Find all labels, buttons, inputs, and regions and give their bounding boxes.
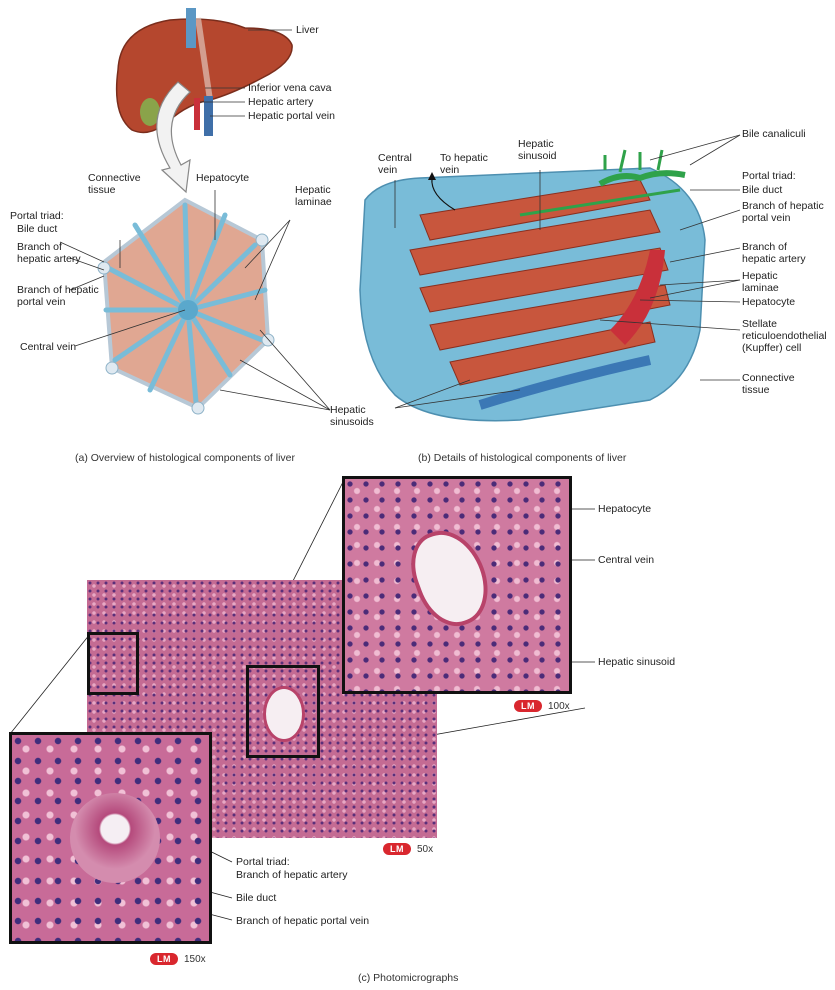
label-branch-artery-a: Branch of hepatic artery [17, 241, 83, 265]
label-bile-duct-b: Bile duct [742, 184, 782, 196]
label-hepatocyte-b: Hepatocyte [742, 296, 795, 308]
inset-box-central-vein [246, 665, 320, 758]
liver-lobule [98, 200, 274, 414]
magnification-value: 50x [417, 844, 433, 855]
label-bile-duct-a: Bile duct [17, 223, 57, 235]
label-connective-tissue-b: Connective tissue [742, 372, 812, 396]
label-branch-portal-b: Branch of hepatic portal vein [742, 200, 827, 224]
label-branch-portal-c: Branch of hepatic portal vein [236, 915, 369, 927]
central-vein-lumen [400, 520, 499, 636]
label-bile-canaliculi: Bile canaliculi [742, 128, 806, 140]
label-hepatic-laminae-a: Hepatic laminae [295, 184, 347, 208]
label-portal-triad-c: Portal triad: [236, 856, 290, 868]
label-central-vein-b: Central vein [378, 152, 423, 176]
label-hepatic-sinusoids: Hepatic sinusoids [330, 404, 390, 428]
caption-b: (b) Details of histological components o… [418, 452, 626, 464]
magnification-badge-50x: LM 50x [383, 843, 433, 855]
label-bile-duct-c: Bile duct [236, 892, 276, 904]
magnification-value: 100x [548, 701, 570, 712]
lm-pill: LM [150, 953, 178, 965]
label-hepatocyte-a: Hepatocyte [196, 172, 249, 184]
label-inferior-vena-cava: Inferior vena cava [248, 82, 331, 94]
label-liver: Liver [296, 24, 319, 36]
label-to-hepatic-vein: To hepatic vein [440, 152, 495, 176]
portal-triad-structure [70, 793, 160, 883]
label-branch-portal-a: Branch of hepatic portal vein [17, 284, 99, 308]
label-branch-artery-b: Branch of hepatic artery [742, 241, 822, 265]
magnification-badge-100x: LM 100x [514, 700, 570, 712]
label-central-vein-a: Central vein [20, 341, 76, 353]
lm-pill: LM [514, 700, 542, 712]
caption-c: (c) Photomicrographs [358, 972, 458, 984]
label-stellate-kupffer: Stellate reticuloendothelial (Kupffer) c… [742, 318, 834, 354]
label-hepatocyte-c: Hepatocyte [598, 503, 651, 515]
photomicrograph-100x [342, 476, 572, 694]
label-connective-tissue-a: Connective tissue [88, 172, 158, 196]
inset-box-portal-triad [87, 632, 139, 695]
label-hepatic-portal-vein: Hepatic portal vein [248, 110, 335, 122]
magnification-value: 150x [184, 954, 206, 965]
label-branch-artery-c: Branch of hepatic artery [236, 869, 347, 881]
label-hepatic-sinusoid-c: Hepatic sinusoid [598, 656, 675, 668]
label-hepatic-laminae-b: Hepatic laminae [742, 270, 797, 294]
label-portal-triad-a: Portal triad: [10, 210, 64, 222]
magnification-badge-150x: LM 150x [150, 953, 206, 965]
label-central-vein-c: Central vein [598, 554, 654, 566]
tissue-block-illustration [360, 150, 705, 421]
label-hepatic-artery: Hepatic artery [248, 96, 313, 108]
lm-pill: LM [383, 843, 411, 855]
photomicrograph-150x [9, 732, 212, 944]
label-hepatic-sinusoid-b: Hepatic sinusoid [518, 138, 568, 162]
label-portal-triad-b: Portal triad: [742, 170, 796, 182]
caption-a: (a) Overview of histological components … [75, 452, 295, 464]
